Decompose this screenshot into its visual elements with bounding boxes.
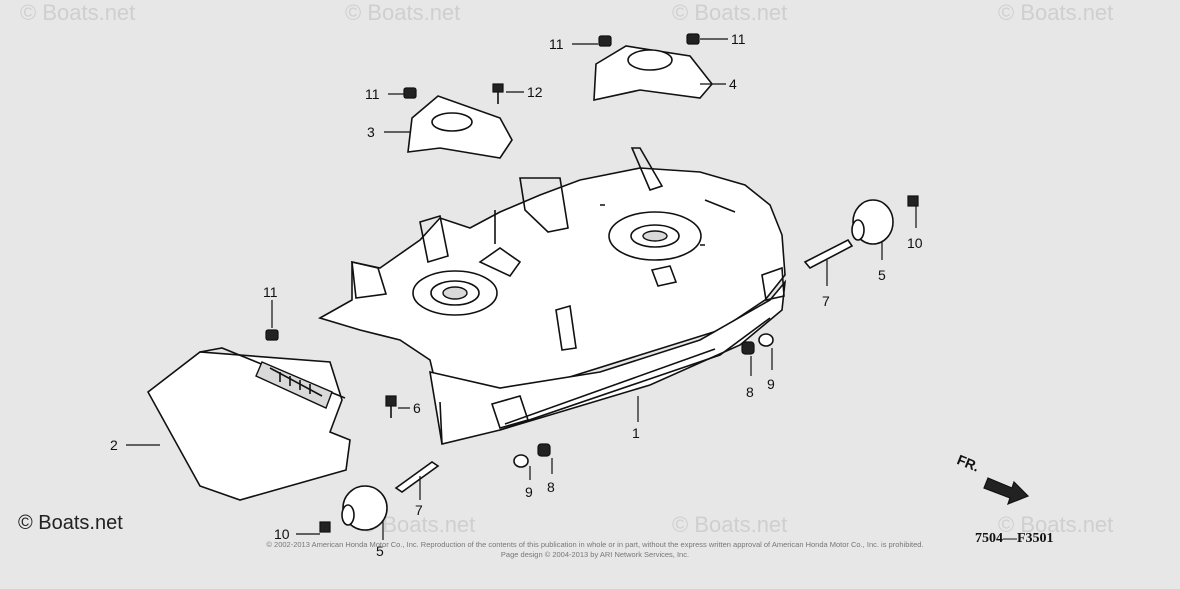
watermark: © Boats.net: [345, 0, 461, 25]
watermark: © Boats.net: [672, 512, 788, 537]
callout-4: 4: [729, 76, 737, 92]
callout-8: 8: [746, 384, 754, 400]
watermark: © Boats.net: [998, 512, 1114, 537]
copyright-line: Page design © 2004-2013 by ARI Network S…: [500, 550, 690, 559]
watermark: © Boats.net: [20, 0, 136, 25]
leader-lines: [126, 38, 917, 540]
callout-10: 10: [274, 526, 290, 542]
callout-11: 11: [731, 31, 746, 47]
callout-3: 3: [367, 124, 375, 140]
callout-10: 10: [907, 235, 923, 251]
callout-9: 9: [767, 376, 775, 392]
boats-net-watermark: © Boats.net: [18, 512, 123, 534]
front-arrow-icon: [983, 477, 1030, 506]
callout-12: 12: [527, 84, 543, 100]
discharge-chute: [146, 347, 351, 501]
callout-7: 7: [415, 502, 423, 518]
fasteners: [265, 33, 919, 533]
callout-5: 5: [376, 543, 384, 559]
diagram-code: 7504—F3501: [975, 531, 1054, 546]
watermark: © Boats.net: [672, 0, 788, 25]
watermark: © Boats.net: [998, 0, 1114, 25]
callout-11: 11: [365, 86, 380, 102]
left-spindle-cover: [407, 95, 513, 159]
copyright-notice: © 2002-2013 American Honda Motor Co., In…: [175, 540, 1015, 560]
callout-6: 6: [413, 400, 421, 416]
right-spindle-cover: [593, 45, 714, 102]
callout-5: 5: [878, 267, 886, 283]
callout-11: 11: [263, 284, 278, 300]
copyright-line: © 2002-2013 American Honda Motor Co., In…: [266, 540, 924, 549]
callout-7: 7: [822, 293, 830, 309]
callout-11: 11: [549, 36, 564, 52]
callout-2: 2: [110, 437, 118, 453]
callout-1: 1: [632, 425, 640, 441]
callout-8: 8: [547, 479, 555, 495]
mower-deck-housing: [317, 147, 787, 445]
callout-labels: 11 11 11 11 12 3 4 1 2 5 5 6 7 7 8 8 9 9…: [110, 31, 923, 559]
callout-9: 9: [525, 484, 533, 500]
